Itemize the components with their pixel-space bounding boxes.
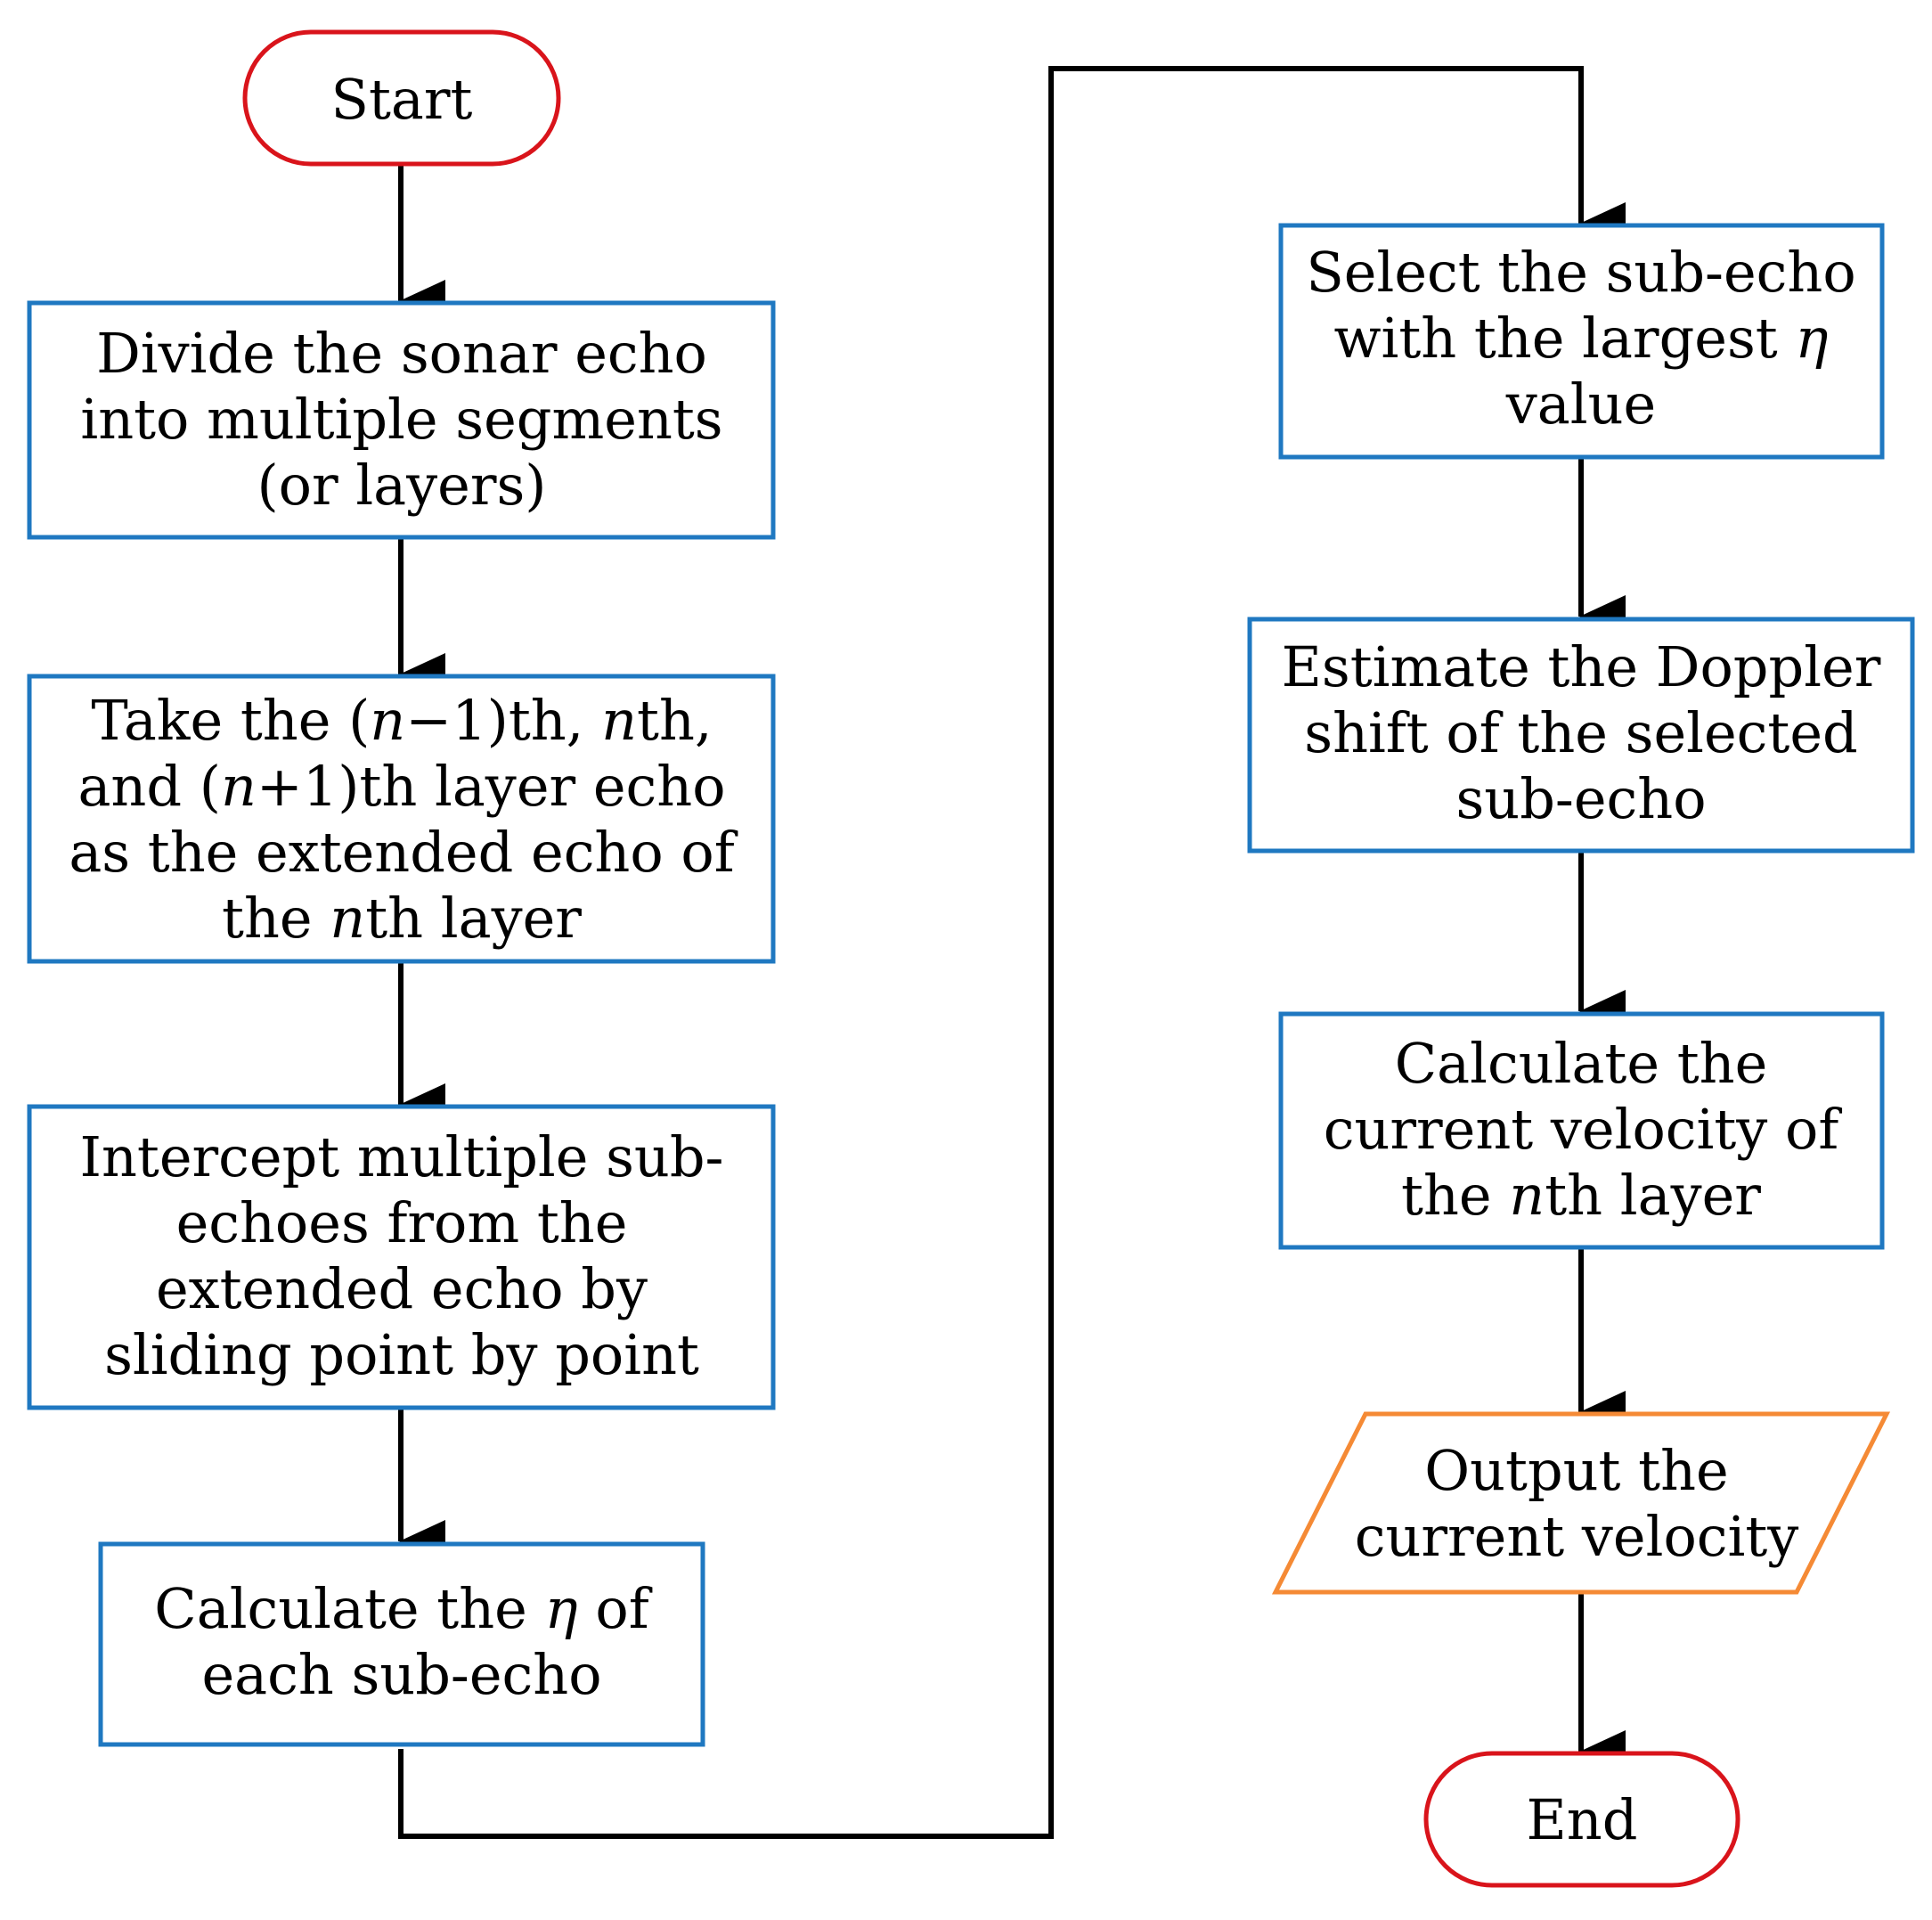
estimate-box xyxy=(1247,617,1915,854)
divide-box xyxy=(27,300,776,540)
calc-eta-box xyxy=(98,1541,705,1747)
start-terminal xyxy=(242,29,561,167)
start-label: Start xyxy=(331,67,473,132)
calc-velocity-box xyxy=(1278,1011,1885,1250)
select-box xyxy=(1278,223,1885,460)
output-parallelogram xyxy=(1271,1411,1891,1595)
intercept-box xyxy=(27,1104,776,1410)
end-label: End xyxy=(1527,1787,1638,1852)
take-box xyxy=(27,674,776,964)
shapes xyxy=(27,29,1915,1888)
connectors xyxy=(398,66,1626,1839)
connector-calc-eta-to-select xyxy=(398,66,1626,1839)
end-terminal xyxy=(1423,1751,1740,1888)
take-label: Take the (n−1)th, nth,and (n+1)th layer … xyxy=(69,688,738,951)
